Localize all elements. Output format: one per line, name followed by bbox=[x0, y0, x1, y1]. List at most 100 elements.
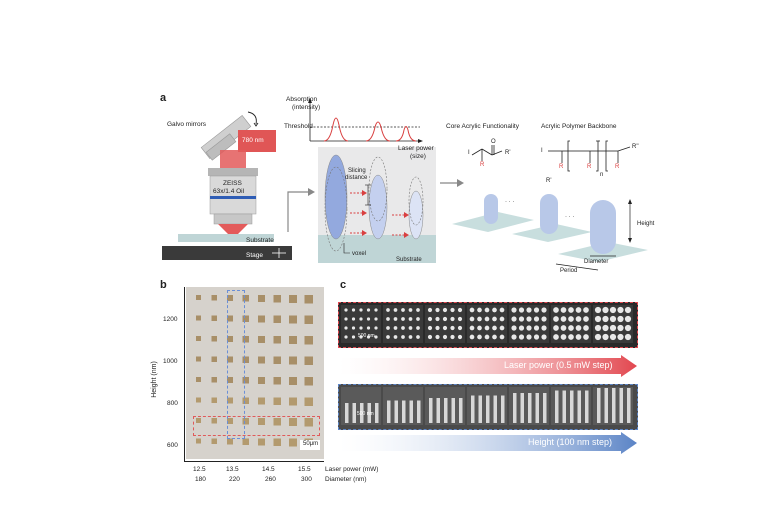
c-sem-pillar bbox=[501, 395, 505, 423]
c-sem-dot bbox=[344, 326, 348, 330]
c-sem-dot bbox=[541, 334, 547, 340]
c-sem-pillar bbox=[387, 400, 391, 423]
b-ytick-1000: 1000 bbox=[163, 358, 178, 365]
c-sem-dot bbox=[583, 334, 589, 340]
chem-R-3: R bbox=[587, 164, 592, 170]
c-sem-pillar bbox=[375, 403, 379, 423]
dots-1: · · · bbox=[505, 199, 515, 205]
b-pattern-square bbox=[258, 315, 265, 323]
c-sem-pillar bbox=[555, 390, 559, 423]
pillar-illustration bbox=[452, 194, 648, 271]
substrate-block bbox=[178, 234, 274, 242]
c-sem-pillar bbox=[459, 398, 463, 423]
slicing-label-2: distance bbox=[345, 175, 368, 181]
b-xtick-diam-0: 180 bbox=[195, 476, 206, 483]
substrate-label: Substrate bbox=[246, 237, 274, 244]
b-pattern-square bbox=[242, 295, 249, 302]
c-sem-dot bbox=[594, 324, 602, 332]
c-sem-dot bbox=[435, 334, 440, 340]
c-sem-dot bbox=[617, 324, 624, 332]
c-sem-dot bbox=[477, 316, 482, 322]
c-sem-dot bbox=[594, 315, 602, 323]
c-sem-dot bbox=[553, 307, 559, 313]
b-pattern-square bbox=[289, 356, 297, 365]
b-pattern-square bbox=[304, 397, 313, 406]
c-sem-dot bbox=[477, 325, 482, 331]
c-bottom-arrow-label: Height (100 nm step) bbox=[528, 437, 613, 447]
b-pattern-square bbox=[196, 397, 201, 403]
b-pattern-square bbox=[289, 377, 297, 385]
c-sem-dot bbox=[351, 317, 356, 321]
b-pattern-square bbox=[273, 336, 281, 344]
c-sem-dot bbox=[583, 316, 589, 322]
c-sem-dot bbox=[416, 335, 420, 339]
c-sem-dot bbox=[435, 325, 440, 331]
c-sem-dot bbox=[553, 334, 559, 340]
c-sem-dot bbox=[477, 334, 482, 340]
flow-arrow-2 bbox=[440, 179, 464, 187]
b-pattern-square bbox=[258, 397, 265, 405]
b-pattern-square bbox=[242, 397, 249, 404]
b-pattern-square bbox=[242, 315, 249, 322]
c-sem-dot bbox=[457, 316, 463, 322]
b-pattern-square bbox=[289, 438, 297, 447]
c-sem-dot bbox=[583, 325, 589, 331]
c-sem-dot bbox=[442, 325, 448, 331]
c-sem-dot bbox=[408, 326, 413, 330]
b-pattern-square bbox=[273, 438, 281, 446]
c-sem-dot bbox=[518, 316, 525, 322]
slicing-label-1: Slicing bbox=[348, 168, 366, 174]
c-sem-dot bbox=[499, 316, 505, 322]
b-xtick-power-1: 13.5 bbox=[226, 466, 239, 473]
c-sem-dot bbox=[408, 317, 413, 321]
b-pattern-square bbox=[227, 315, 233, 322]
c-sem-dot bbox=[568, 325, 574, 331]
c-sem-dot bbox=[575, 334, 582, 340]
c-sem-dot bbox=[416, 326, 420, 330]
c-sem-dot bbox=[344, 317, 348, 321]
b-pattern-square bbox=[242, 418, 249, 425]
b-pattern-square bbox=[273, 377, 281, 385]
chem-R-2: R bbox=[559, 164, 564, 170]
dots-2: · · · bbox=[565, 214, 575, 220]
b-image bbox=[186, 287, 324, 459]
c-sem-pillar bbox=[619, 388, 623, 423]
b-pattern-square bbox=[211, 315, 217, 321]
threshold-label: Threshold bbox=[284, 123, 313, 130]
c-sem-dot bbox=[617, 333, 624, 341]
c-sem-dot bbox=[401, 308, 405, 312]
c-sem-dot bbox=[427, 334, 433, 340]
c-sem-dot bbox=[416, 308, 420, 312]
c-sem-dot bbox=[560, 325, 567, 331]
galvo-label: Galvo mirrors bbox=[167, 121, 207, 128]
c-sem-pillar bbox=[451, 398, 455, 423]
c-sem-pillar bbox=[444, 398, 448, 423]
objective-spec: 63x/1.4 Oil bbox=[213, 188, 245, 195]
c-sem-dot bbox=[518, 334, 525, 340]
b-xtick-power-3: 15.5 bbox=[298, 466, 311, 473]
b-pattern-square bbox=[196, 295, 201, 300]
b-pattern-square bbox=[289, 315, 297, 324]
b-x-diameter-label: Diameter (nm) bbox=[325, 476, 367, 483]
c-sem-dot bbox=[393, 308, 398, 312]
c-sem-dot bbox=[526, 307, 532, 313]
c-sem-dot bbox=[359, 308, 363, 312]
b-scale-label: 50μm bbox=[303, 441, 319, 447]
substrate-label-2: Substrate bbox=[396, 257, 422, 263]
c-sem-dot bbox=[526, 325, 532, 331]
c-sem-pillar bbox=[597, 388, 601, 423]
c-sem-dot bbox=[450, 325, 455, 331]
b-pattern-square bbox=[227, 295, 233, 301]
c-top-sem-grid bbox=[341, 305, 633, 343]
c-sem-dot bbox=[560, 334, 567, 340]
c-sem-dot bbox=[408, 335, 413, 339]
c-sem-dot bbox=[499, 325, 505, 331]
c-sem-dot bbox=[386, 326, 390, 330]
b-pattern-square bbox=[227, 377, 233, 383]
chem-Rp-2: R' bbox=[546, 178, 552, 184]
c-sem-pillar bbox=[543, 393, 547, 423]
b-pattern-square bbox=[211, 295, 217, 301]
b-pattern-square bbox=[211, 356, 217, 362]
b-ytick-600: 600 bbox=[167, 442, 178, 449]
b-pattern-square bbox=[196, 356, 201, 362]
